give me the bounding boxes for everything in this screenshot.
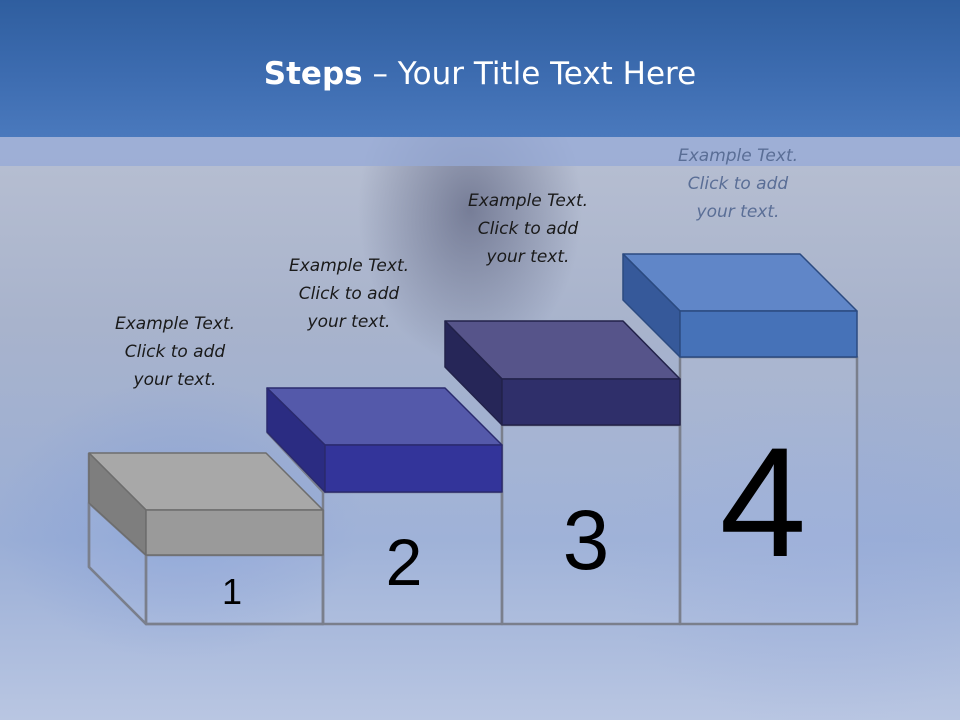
step-2-caption-line-2: Click to add xyxy=(298,284,400,304)
title-rest: – Your Title Text Here xyxy=(362,56,697,92)
step-1-number: 1 xyxy=(222,571,242,612)
step-2-caption-line-3: your text. xyxy=(307,312,391,332)
step-1-front xyxy=(145,509,324,556)
column-1-front xyxy=(144,553,325,626)
step-3-caption-line-2: Click to add xyxy=(477,219,579,239)
step-2-front xyxy=(324,444,503,493)
step-4-caption-line-2: Click to add xyxy=(687,174,789,194)
step-1-caption-line-2: Click to add xyxy=(124,342,226,362)
step-3-number: 3 xyxy=(563,493,610,587)
step-1-caption-line-3: your text. xyxy=(133,370,217,390)
title-bar-strip xyxy=(0,137,960,166)
title-bar xyxy=(0,0,960,137)
step-3-front xyxy=(501,378,681,426)
step-1-block[interactable] xyxy=(88,452,324,556)
step-4-caption-line-1: Example Text. xyxy=(677,146,799,166)
title-bold: Steps xyxy=(263,56,363,92)
step-4-caption[interactable]: Example Text. Click to add your text. xyxy=(653,142,823,226)
step-2-block[interactable] xyxy=(266,387,503,493)
step-3-caption-line-1: Example Text. xyxy=(467,191,589,211)
step-2-caption[interactable]: Example Text. Click to add your text. xyxy=(264,252,434,336)
column-outlines xyxy=(87,355,859,626)
step-4-block[interactable] xyxy=(622,253,858,358)
step-3-caption-line-3: your text. xyxy=(486,247,570,267)
column-3-front xyxy=(500,423,682,626)
step-1-caption[interactable]: Example Text. Click to add your text. xyxy=(90,310,260,394)
step-3-caption[interactable]: Example Text. Click to add your text. xyxy=(443,187,613,271)
step-4-front xyxy=(679,310,858,358)
slide-title[interactable]: Steps – Your Title Text Here xyxy=(0,52,960,96)
step-2-caption-line-1: Example Text. xyxy=(288,256,410,276)
step-1-caption-line-1: Example Text. xyxy=(114,314,236,334)
step-4-caption-line-3: your text. xyxy=(696,202,780,222)
step-4-number: 4 xyxy=(720,416,807,590)
step-2-number: 2 xyxy=(386,525,423,599)
column-4-front xyxy=(678,355,859,626)
step-3-block[interactable] xyxy=(444,320,681,426)
